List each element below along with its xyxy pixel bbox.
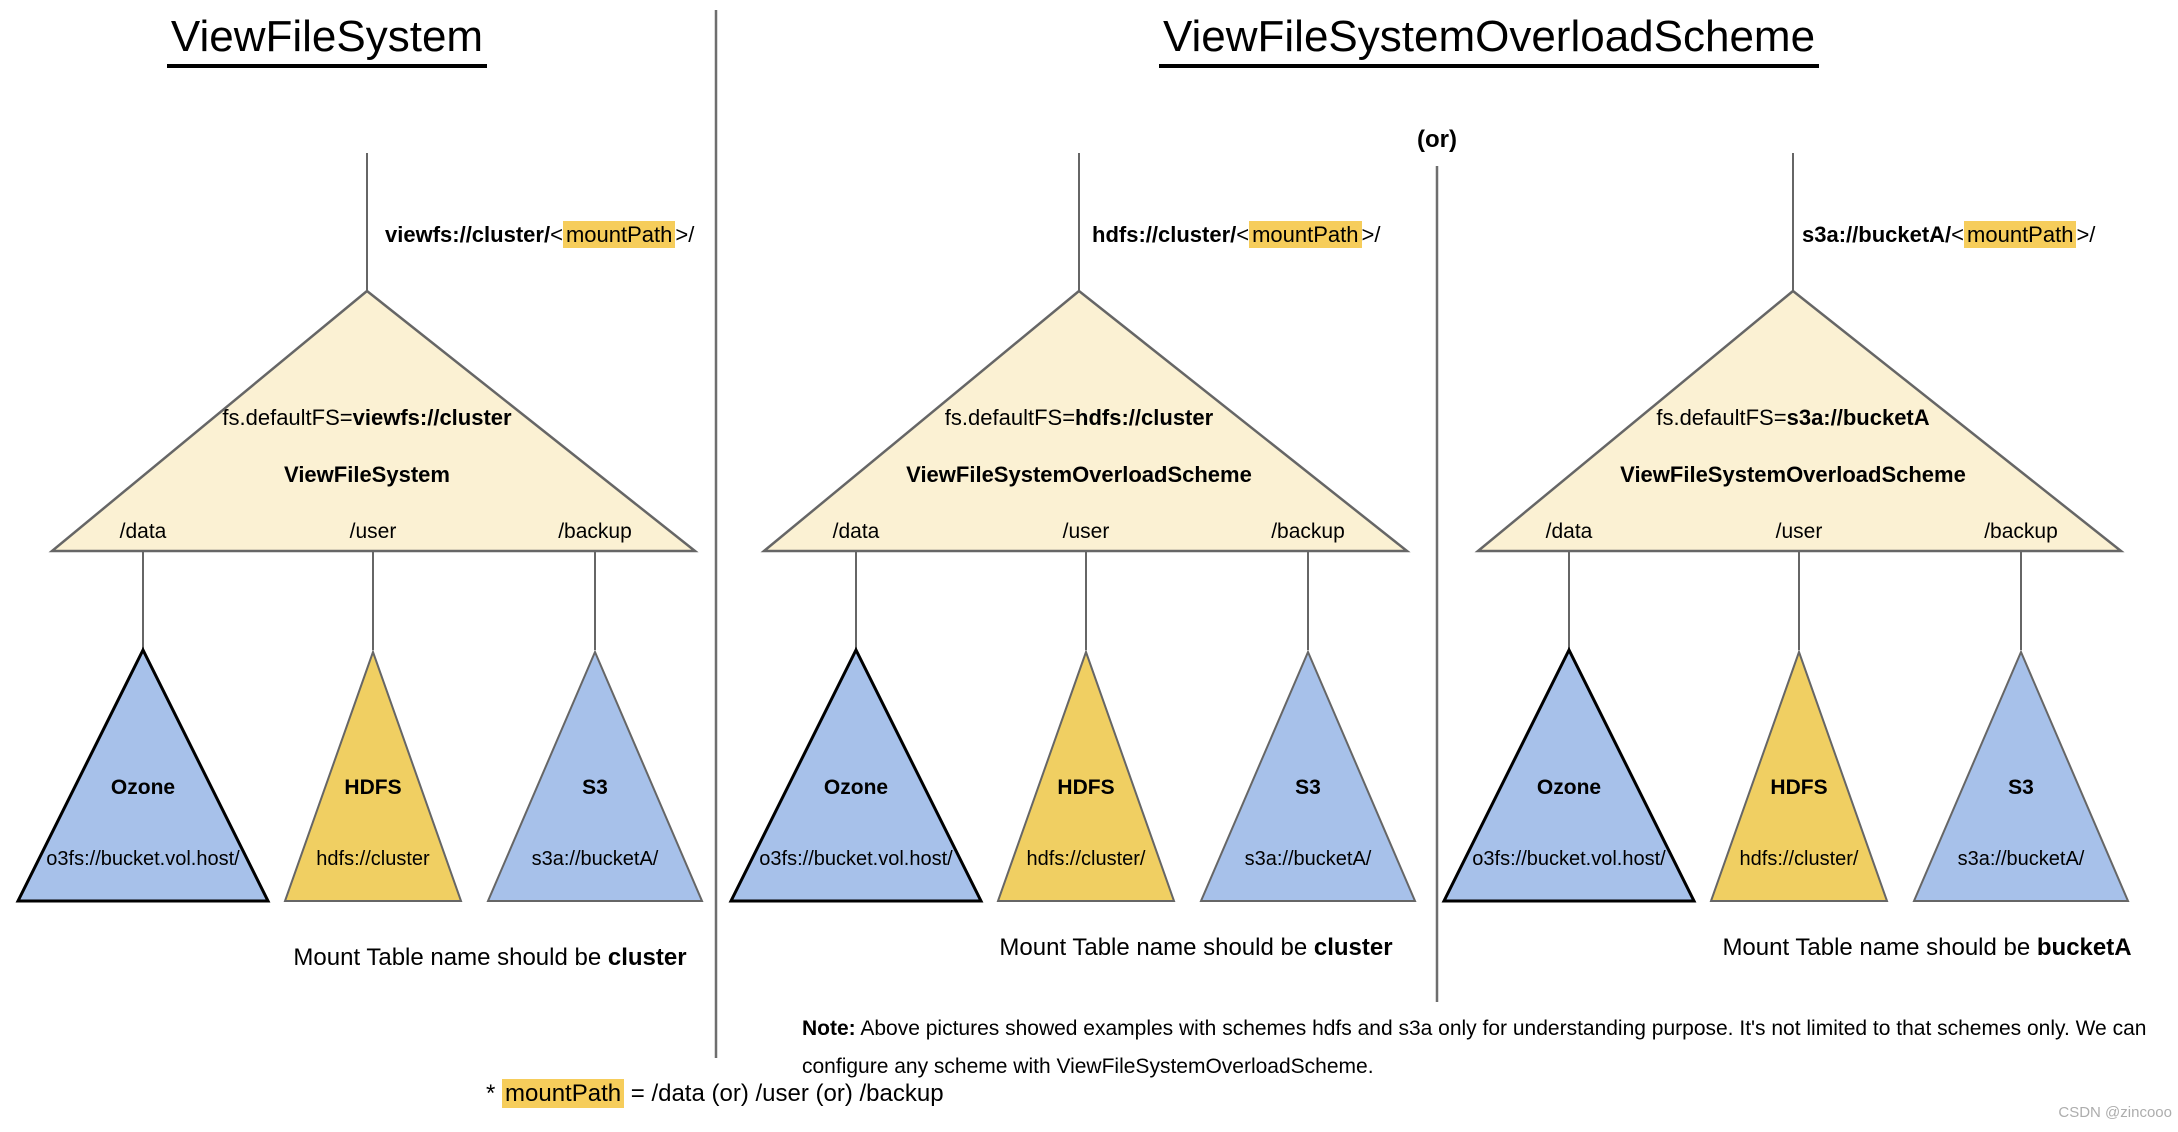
page-title-text: ViewFileSystem (166, 12, 488, 68)
mountpath-highlight: mountPath (1249, 221, 1362, 248)
child-path-hdfs: hdfs://cluster/ (1739, 848, 1859, 870)
fs-defaultfs-prefix: fs.defaultFS= (944, 405, 1076, 430)
mount-table-caption: Mount Table name should be cluster (140, 944, 840, 972)
child-name-ozone: Ozone (1536, 776, 1602, 799)
child-name-ozone: Ozone (823, 776, 889, 799)
child-name-hdfs: HDFS (1057, 776, 1115, 799)
mount-label-user: /user (349, 520, 397, 543)
scheme-url-label: hdfs://cluster/<mountPath>/ (1092, 221, 1381, 248)
footnote-star: * (486, 1080, 503, 1107)
filesystem-class-name: ViewFileSystemOverloadScheme (1620, 462, 1966, 487)
note-text: Note: Above pictures showed examples wit… (802, 1010, 2167, 1086)
mount-label-backup: /backup (558, 520, 632, 543)
or-label: (or) (1417, 126, 1457, 153)
url-lt: < (550, 222, 563, 247)
child-name-s3: S3 (582, 776, 608, 799)
url-gt: >/ (1361, 222, 1381, 247)
footnote-rest: = /data (or) /user (or) /backup (624, 1080, 944, 1107)
mount-label-user: /user (1775, 520, 1823, 543)
fs-defaultfs-value: viewfs://cluster (352, 405, 512, 430)
child-name-hdfs: HDFS (1770, 776, 1828, 799)
child-triangle-s3 (1912, 649, 2130, 902)
fs-defaultfs-value: hdfs://cluster (1075, 405, 1214, 430)
watermark: CSDN @zincooo (2058, 1104, 2172, 1121)
child-path-s3: s3a://bucketA/ (1244, 848, 1372, 870)
child-triangle-s3 (486, 649, 704, 902)
caption-prefix: Mount Table name should be (999, 934, 1314, 961)
child-path-hdfs: hdfs://cluster/ (1026, 848, 1146, 870)
caption-name: bucketA (2036, 934, 2132, 961)
child-path-s3: s3a://bucketA/ (1957, 848, 2085, 870)
child-triangle-hdfs (1709, 648, 1889, 902)
fs-defaultfs-line: fs.defaultFS=viewfs://cluster (67, 405, 667, 431)
mountpath-highlight: mountPath (562, 221, 676, 248)
page-title-viewfilesystem: ViewFileSystem (27, 12, 627, 68)
mountpath-footnote: * mountPath = /data (or) /user (or) /bac… (486, 1079, 944, 1108)
caption-prefix: Mount Table name should be (293, 944, 608, 971)
url-bold: hdfs://cluster/ (1092, 222, 1237, 247)
mount-label-data: /data (1545, 520, 1593, 543)
url-bold: s3a://bucketA/ (1802, 222, 1952, 247)
fs-defaultfs-line: fs.defaultFS=hdfs://cluster (779, 405, 1379, 431)
caption-prefix: Mount Table name should be (1722, 934, 2037, 961)
url-gt: >/ (675, 222, 695, 247)
mount-label-user: /user (1062, 520, 1110, 543)
page-title-text: ViewFileSystemOverloadScheme (1158, 12, 1820, 68)
mount-label-data: /data (832, 520, 880, 543)
url-lt: < (1951, 222, 1965, 247)
child-triangle-ozone (728, 646, 984, 903)
note-label: Note: (802, 1017, 856, 1040)
fs-defaultfs-prefix: fs.defaultFS= (222, 405, 353, 430)
mount-label-backup: /backup (1984, 520, 2058, 543)
child-path-ozone: o3fs://bucket.vol.host/ (1472, 848, 1666, 870)
child-path-s3: s3a://bucketA/ (531, 848, 659, 870)
child-triangle-s3 (1199, 649, 1417, 902)
scheme-url-label: viewfs://cluster/<mountPath>/ (385, 221, 695, 248)
child-path-ozone: o3fs://bucket.vol.host/ (46, 848, 240, 870)
filesystem-class-name: ViewFileSystemOverloadScheme (906, 462, 1252, 487)
note-body: Above pictures showed examples with sche… (802, 1017, 2147, 1078)
url-bold: viewfs://cluster/ (385, 222, 551, 247)
child-triangle-hdfs (283, 648, 463, 902)
child-path-hdfs: hdfs://cluster (316, 848, 430, 870)
child-name-s3: S3 (2008, 776, 2034, 799)
mount-table-caption: Mount Table name should be cluster (846, 934, 1546, 962)
mount-table-caption: Mount Table name should be bucketA (1577, 934, 2178, 962)
child-triangle-ozone (1441, 646, 1697, 903)
fs-defaultfs-value: s3a://bucketA (1786, 405, 1930, 430)
mount-label-backup: /backup (1271, 520, 1345, 543)
mountpath-highlight: mountPath (1964, 221, 2077, 248)
mountpath-highlight: mountPath (502, 1079, 625, 1108)
scheme-url-label: s3a://bucketA/<mountPath>/ (1802, 221, 2096, 248)
caption-name: cluster (607, 944, 687, 971)
mount-label-data: /data (119, 520, 167, 543)
page-title-viewfilesystemoverloadscheme: ViewFileSystemOverloadScheme (1139, 12, 1839, 68)
fs-defaultfs-prefix: fs.defaultFS= (1656, 405, 1787, 430)
child-triangle-hdfs (996, 648, 1176, 902)
child-name-hdfs: HDFS (344, 776, 402, 799)
child-name-ozone: Ozone (110, 776, 176, 799)
child-name-s3: S3 (1295, 776, 1321, 799)
child-triangle-ozone (15, 646, 271, 903)
url-gt: >/ (2076, 222, 2096, 247)
url-lt: < (1236, 222, 1250, 247)
child-path-ozone: o3fs://bucket.vol.host/ (759, 848, 953, 870)
caption-name: cluster (1313, 934, 1393, 961)
fs-defaultfs-line: fs.defaultFS=s3a://bucketA (1493, 405, 2093, 431)
filesystem-class-name: ViewFileSystem (284, 462, 450, 487)
